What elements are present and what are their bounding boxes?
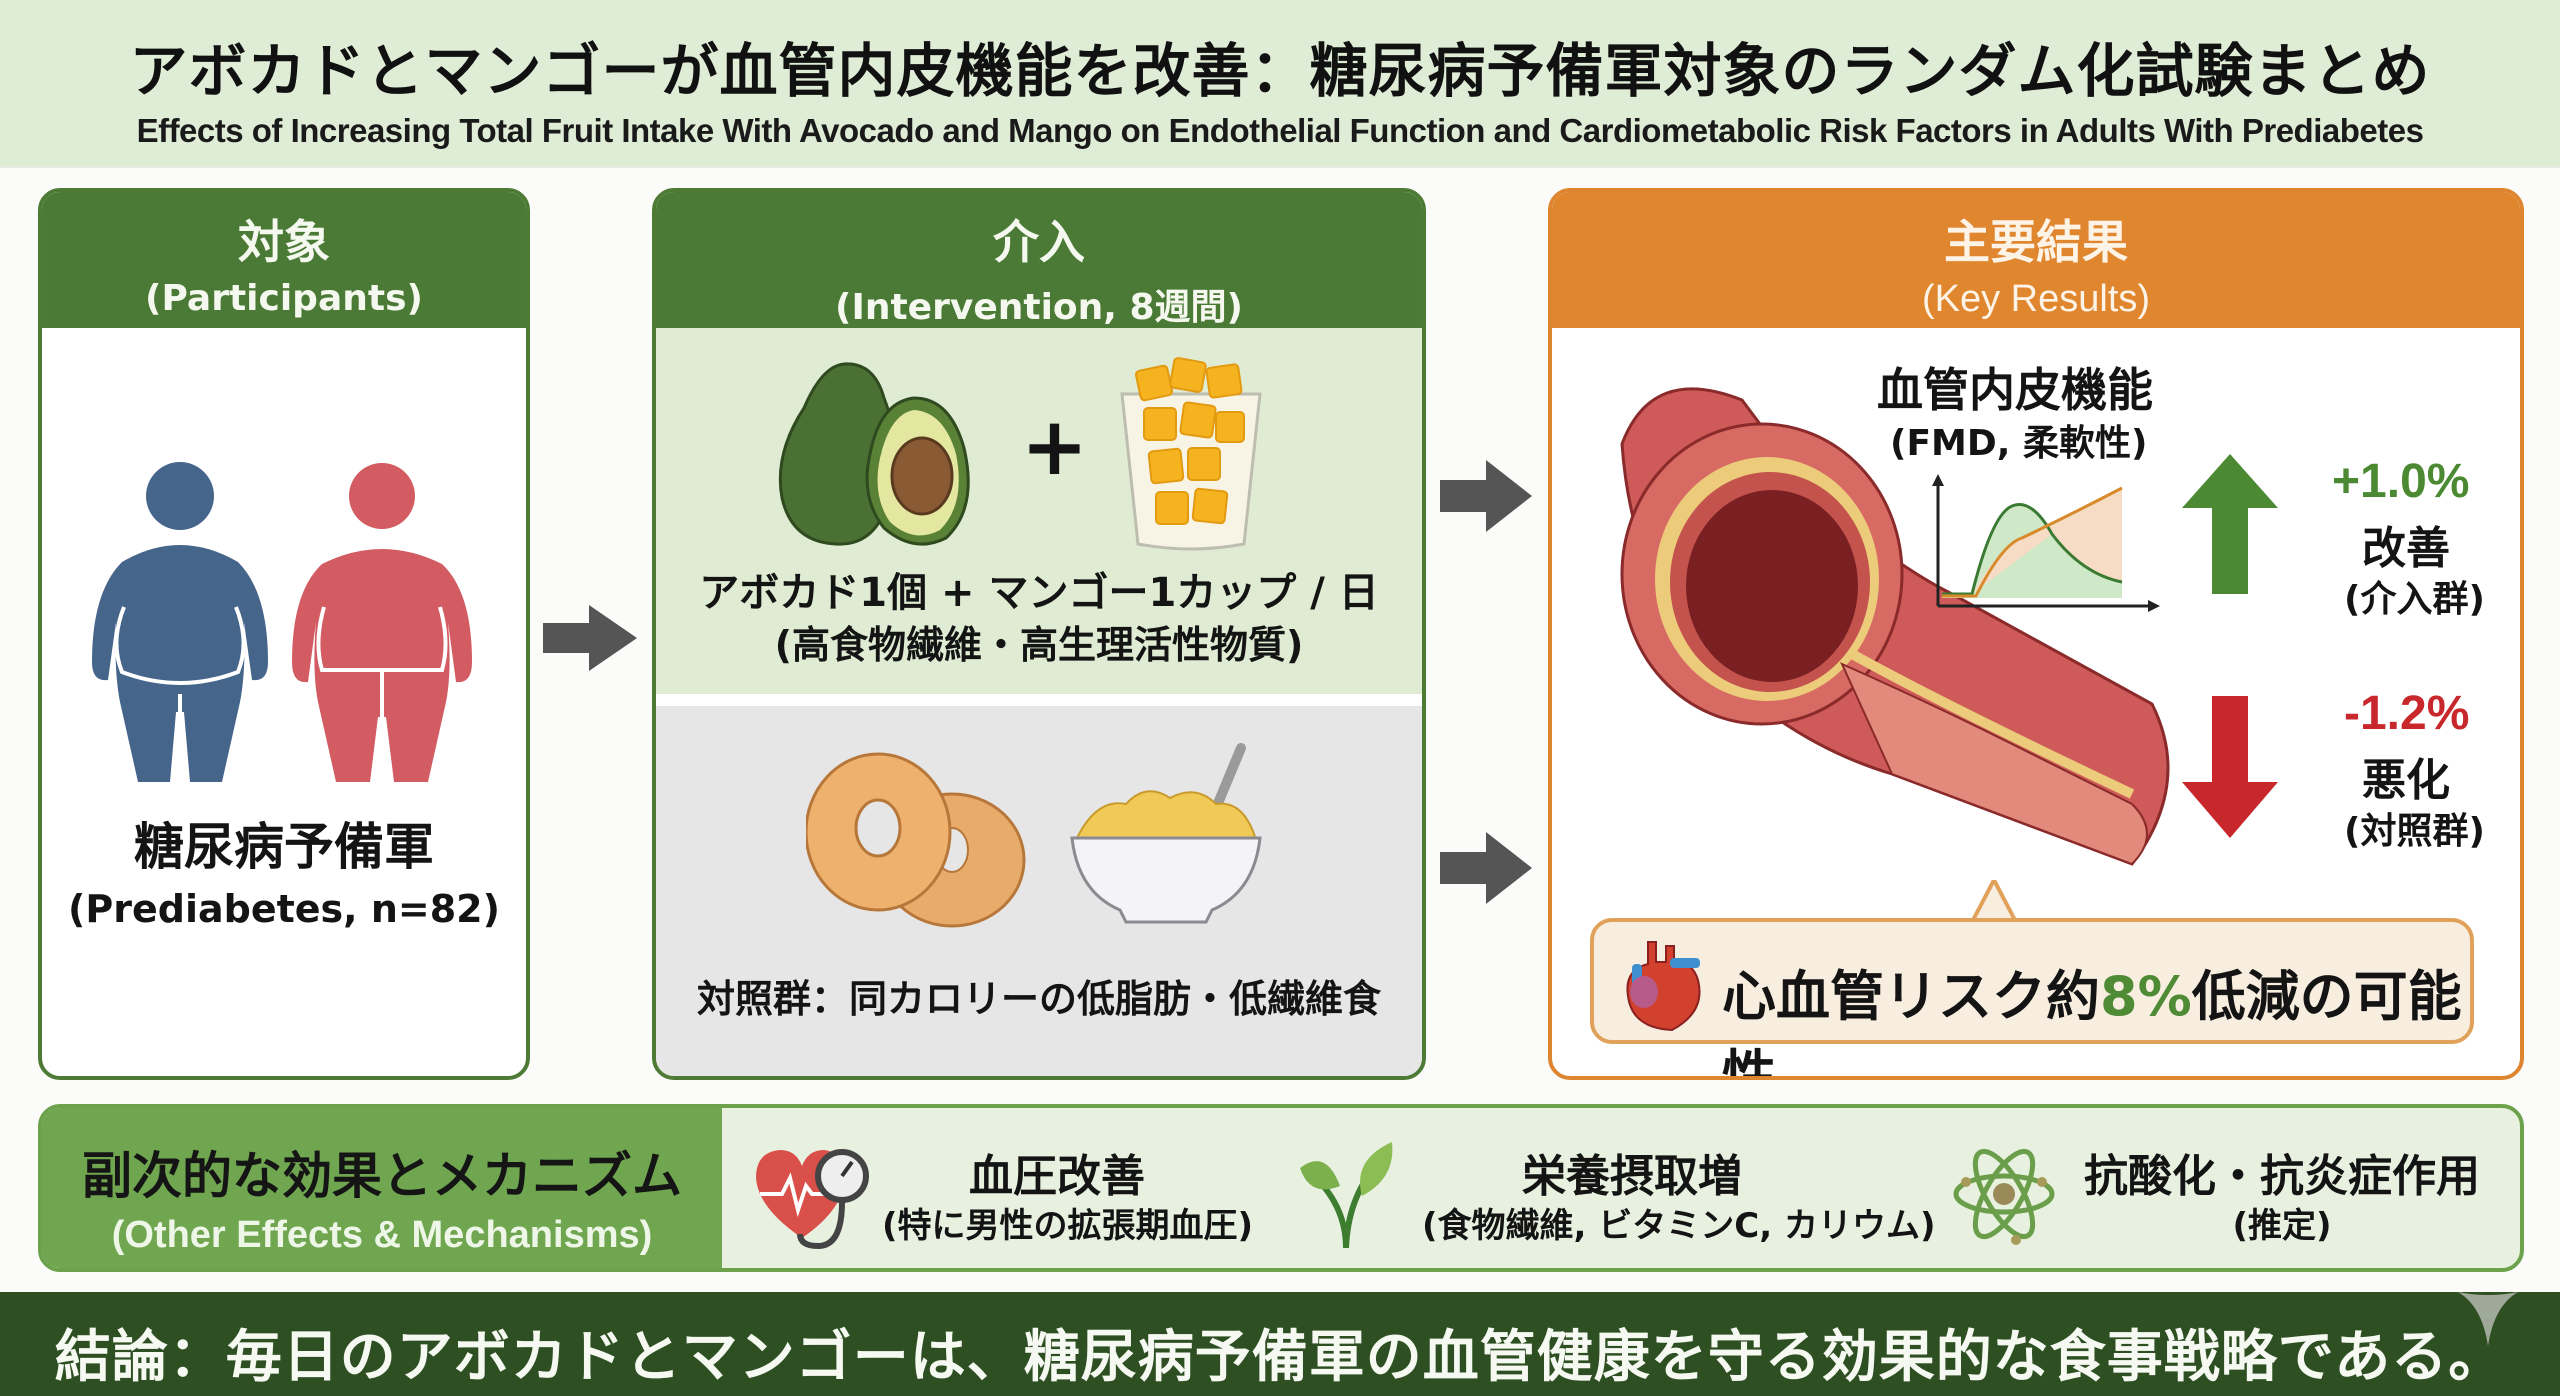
mango-cup-icon: [1120, 357, 1262, 551]
callout-text-post: 低減の可能性: [1722, 965, 2462, 1080]
arrow-right-icon: [1440, 832, 1532, 904]
improvement-label: 改善: [2362, 523, 2450, 574]
metric-subtitle: (FMD, 柔軟性): [1890, 423, 2148, 464]
effect-title: 血圧改善: [969, 1151, 1145, 1202]
participants-label-jp: 糖尿病予備軍: [134, 818, 434, 876]
improvement-group: (介入群): [2344, 579, 2485, 620]
avocado-icon: [778, 362, 970, 546]
secondary-heading-block: 副次的な効果とメカニズム (Other Effects & Mechanisms…: [42, 1108, 722, 1268]
arrow-right-icon: [543, 605, 637, 671]
treatment-section: + アボカド1個 + マンゴー1カップ / 日 (高食物繊維・高生理活性物質): [656, 328, 1422, 694]
results-heading-en: (Key Results): [1921, 278, 2151, 320]
heart-blood-pressure-icon: [756, 1149, 869, 1250]
control-description: 対照群：同カロリーの低脂肪・低繊維食: [696, 977, 1381, 1021]
blood-vessel-illustration: [1620, 387, 2170, 866]
results-heading: 主要結果: [1944, 215, 2128, 269]
arrow-up-icon: [2182, 454, 2278, 594]
control-section: 対照群：同カロリーの低脂肪・低繊維食: [656, 706, 1422, 1076]
person-blue-icon: [92, 462, 268, 782]
sprout-icon: [1300, 1142, 1393, 1249]
arrow-down-icon: [2182, 696, 2278, 838]
callout-text-pre: 心血管リスク約: [1722, 965, 2100, 1028]
intervention-heading-en: (Intervention, 8週間): [835, 287, 1243, 328]
participants-panel: 対象 (Participants) 糖尿病予備軍 (Prediabetes, n…: [38, 188, 530, 1080]
metric-title: 血管内皮機能: [1877, 363, 2153, 417]
callout-text: 心血管リスク約8%低減の可能性: [1722, 952, 2470, 1080]
header: アボカドとマンゴーが血管内皮機能を改善：糖尿病予備軍対象のランダム化試験まとめ …: [0, 0, 2560, 168]
intervention-heading: 介入: [993, 215, 1085, 269]
improvement-value: +1.0%: [2332, 455, 2470, 508]
secondary-heading: 副次的な効果とメカニズム: [82, 1147, 682, 1205]
participants-heading: 対象: [238, 215, 330, 269]
treatment-note: (高食物繊維・高生理活性物質): [774, 623, 1304, 667]
worsening-value: -1.2%: [2344, 687, 2470, 740]
effect-item: 抗酸化・抗炎症作用 (推定): [1942, 1108, 2520, 1268]
effect-title: 抗酸化・抗炎症作用: [2084, 1151, 2480, 1202]
effect-item: 栄養摂取増 (食物繊維, ビタミンC, カリウム): [1282, 1108, 1936, 1268]
page-subtitle: Effects of Increasing Total Fruit Intake…: [136, 112, 2424, 149]
worsening-group: (対照群): [2344, 811, 2485, 852]
cereal-bowl-icon: [1070, 743, 1262, 924]
effect-subtitle: (特に男性の拡張期血圧): [882, 1206, 1254, 1246]
secondary-heading-en: (Other Effects & Mechanisms): [111, 1214, 653, 1256]
effect-subtitle: (食物繊維, ビタミンC, カリウム): [1422, 1206, 1936, 1246]
participants-header: 対象 (Participants): [42, 192, 526, 328]
risk-callout: 心血管リスク約8%低減の可能性: [1590, 918, 2474, 1076]
callout-highlight: 8%: [2100, 965, 2192, 1028]
treatment-description: アボカド1個 + マンゴー1カップ / 日: [699, 570, 1379, 616]
bagel-icon: [806, 752, 1026, 928]
results-panel: 主要結果 (Key Results) 血管内皮機能 (FMD, 柔軟性) +1.…: [1548, 188, 2524, 1080]
effect-item: 血圧改善 (特に男性の拡張期血圧): [742, 1108, 1382, 1268]
intervention-header: 介入 (Intervention, 8週間): [656, 192, 1422, 328]
conclusion-bar: 結論：毎日のアボカドとマンゴーは、糖尿病予備軍の血管健康を守る効果的な食事戦略で…: [0, 1292, 2560, 1396]
effect-title: 栄養摂取増: [1522, 1151, 1742, 1202]
participants-heading-en: (Participants): [145, 278, 423, 319]
heart-organ-icon: [1626, 941, 1701, 1032]
intervention-panel: 介入 (Intervention, 8週間) +: [652, 188, 1426, 1080]
participants-label-en: (Prediabetes, n=82): [68, 887, 500, 931]
plus-sign: +: [1021, 400, 1089, 493]
results-header: 主要結果 (Key Results): [1552, 192, 2520, 328]
people-illustration: [92, 462, 472, 782]
worsening-label: 悪化: [2362, 755, 2450, 806]
conclusion-text: 結論：毎日のアボカドとマンゴーは、糖尿病予備軍の血管健康を守る効果的な食事戦略で…: [54, 1325, 2506, 1390]
person-red-icon: [292, 463, 472, 782]
sparkle-icon: [2458, 1292, 2518, 1346]
arrow-right-icon: [1440, 460, 1532, 532]
secondary-effects-bar: 副次的な効果とメカニズム (Other Effects & Mechanisms…: [38, 1104, 2524, 1272]
effect-subtitle: (推定): [2232, 1206, 2332, 1246]
fmd-chart-icon: [1932, 474, 2160, 612]
atom-icon: [1953, 1148, 2055, 1245]
page-title: アボカドとマンゴーが血管内皮機能を改善：糖尿病予備軍対象のランダム化試験まとめ: [129, 37, 2431, 105]
participants-label: 糖尿病予備軍 (Prediabetes, n=82): [42, 807, 526, 931]
